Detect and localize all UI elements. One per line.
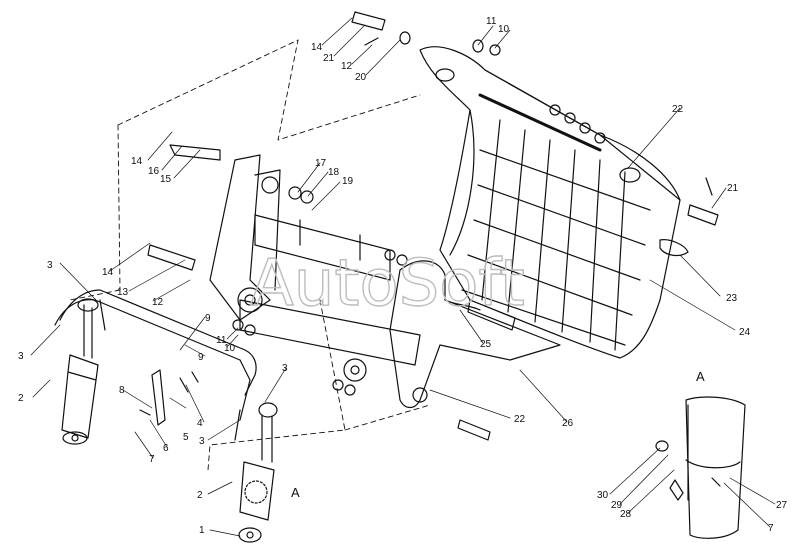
callout-9: 9 (198, 352, 204, 363)
callout-11: 11 (486, 16, 497, 27)
callout-15: 15 (160, 174, 172, 185)
callout-2: 2 (197, 490, 203, 501)
hydraulic-hoses (54, 289, 257, 441)
grapple-bucket (419, 46, 689, 359)
right-hydraulic-cylinder (238, 402, 278, 543)
callout-21: 21 (323, 53, 335, 64)
callout-16: 16 (148, 166, 160, 177)
callout-14: 14 (102, 267, 114, 278)
dashed-assembly-outline (69, 39, 431, 471)
callout-14: 14 (311, 42, 323, 53)
callout-7: 7 (768, 523, 774, 534)
detail-a-view (244, 396, 746, 539)
callout-19: 19 (342, 176, 354, 187)
bracket-clamps (139, 369, 199, 426)
callout-20: 20 (355, 72, 367, 83)
washers-and-nuts (232, 104, 606, 396)
left-hydraulic-cylinder (61, 298, 99, 445)
lower-plates (389, 260, 561, 409)
callout-13: 13 (117, 287, 129, 298)
callout-3: 3 (199, 436, 205, 447)
callout-26: 26 (562, 418, 574, 429)
callout-9: 9 (205, 313, 211, 324)
callout-8: 8 (119, 385, 125, 396)
callout-12: 12 (341, 61, 353, 72)
callout-18: 18 (328, 167, 340, 178)
callout-27: 27 (776, 500, 788, 511)
callout-3: 3 (282, 363, 288, 374)
detail-a-marker: A (291, 485, 300, 500)
callout-4: 4 (197, 418, 203, 429)
callout-28: 28 (620, 509, 632, 520)
callout-17: 17 (315, 158, 327, 169)
callout-6: 6 (163, 443, 169, 454)
callout-22: 22 (672, 104, 684, 115)
watermark-text: AutoSoft (250, 247, 525, 321)
callout-1: 1 (199, 525, 205, 536)
callout-23: 23 (726, 293, 738, 304)
callout-24: 24 (739, 327, 751, 338)
callout-21: 21 (727, 183, 739, 194)
callout-2: 2 (18, 393, 24, 404)
callout-30: 30 (597, 490, 609, 501)
callout-7: 7 (149, 454, 155, 465)
callout-5: 5 (183, 432, 189, 443)
callout-12: 12 (152, 297, 164, 308)
callout-10: 10 (224, 343, 236, 354)
top-pins (147, 11, 719, 441)
callout-numbers: 14 21 12 20 11 10 14 16 15 17 18 19 22 2… (18, 16, 788, 536)
callout-3: 3 (18, 351, 24, 362)
callout-3: 3 (47, 260, 53, 271)
callout-14: 14 (131, 156, 143, 167)
callout-29: 29 (611, 500, 623, 511)
detail-a-title: A (696, 369, 705, 384)
callout-leaders (30, 17, 776, 537)
callout-25: 25 (480, 339, 492, 350)
callout-10: 10 (498, 24, 510, 35)
mounting-frame (209, 154, 421, 382)
callout-11: 11 (216, 335, 227, 346)
callout-22: 22 (514, 414, 526, 425)
